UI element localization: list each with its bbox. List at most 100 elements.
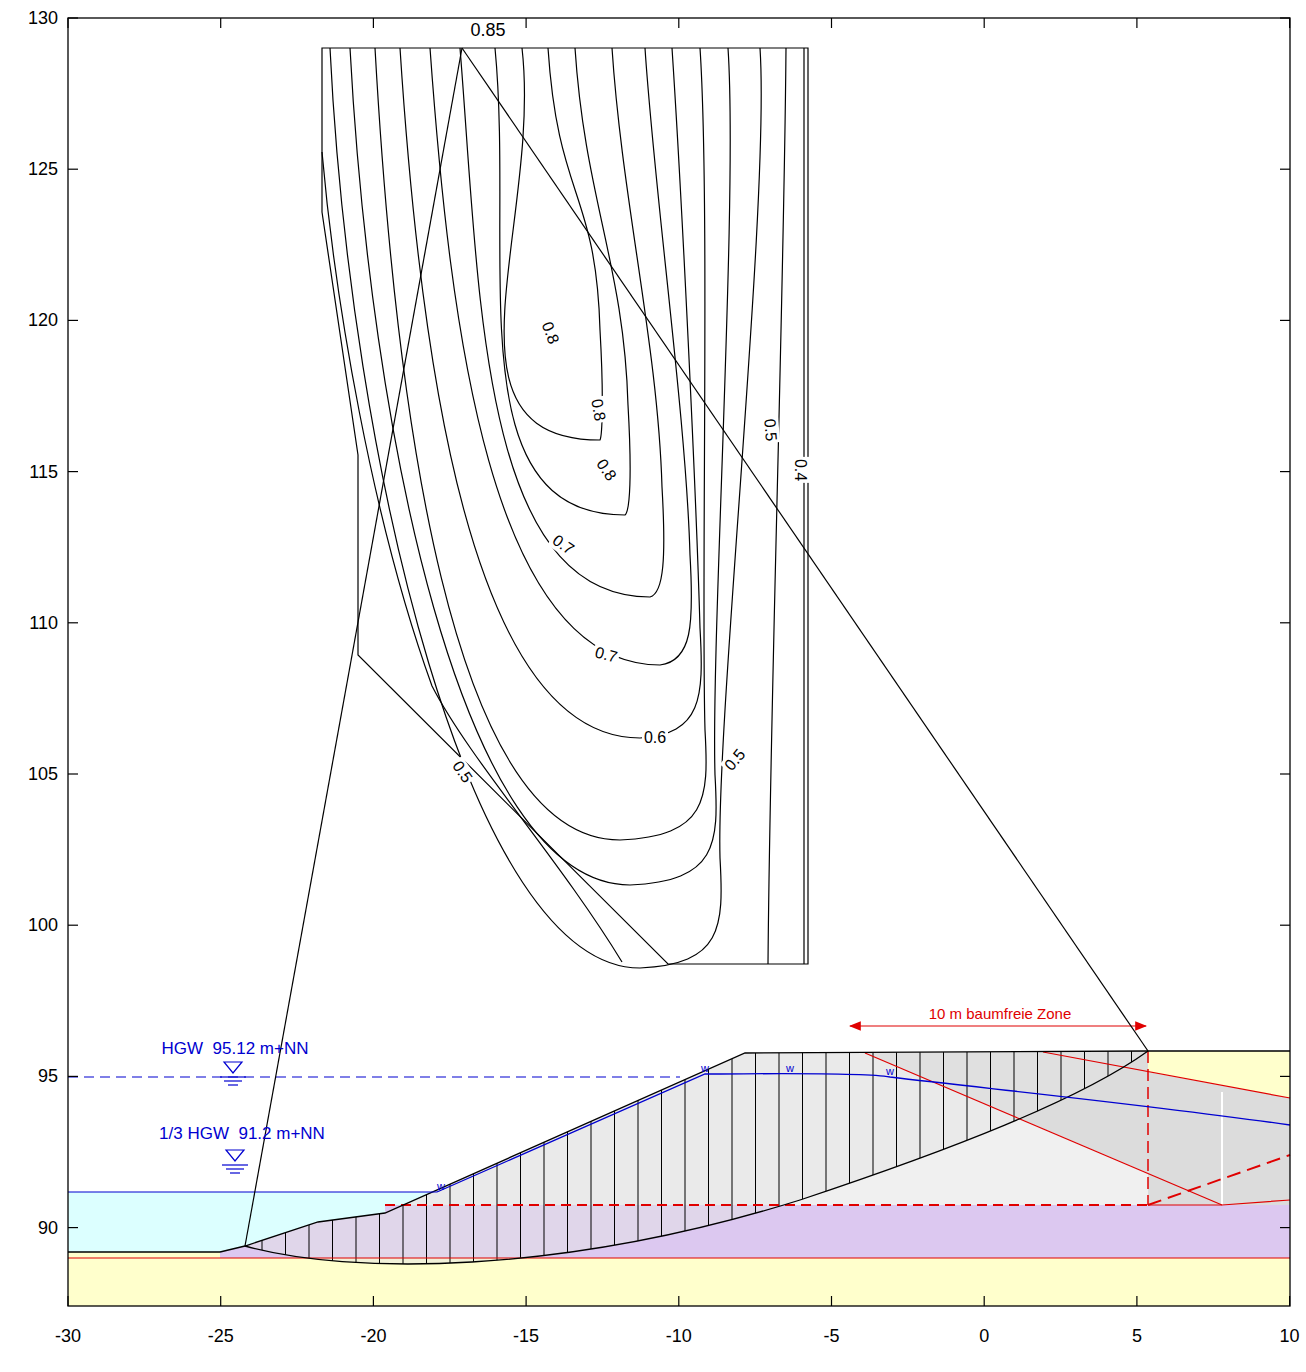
axis-tick bbox=[220, 18, 221, 28]
axis-tick bbox=[373, 18, 374, 28]
hatch-line bbox=[661, 1040, 662, 1280]
axis-tick bbox=[68, 320, 78, 321]
hatch-line bbox=[544, 1040, 545, 1280]
hatch-line bbox=[1037, 1040, 1038, 1280]
contour-line bbox=[460, 48, 664, 597]
axis-tick bbox=[1289, 1296, 1290, 1306]
axis-tick bbox=[1280, 622, 1290, 623]
hatch-line bbox=[1131, 1040, 1132, 1280]
axis-tick bbox=[525, 1296, 526, 1306]
contour-value: 0.7 bbox=[591, 643, 621, 667]
axis-tick bbox=[67, 18, 68, 28]
axis-tick bbox=[1280, 925, 1290, 926]
hatch-line bbox=[826, 1040, 827, 1280]
axis-tick bbox=[67, 1296, 68, 1306]
axis-tick bbox=[525, 18, 526, 28]
axis-value: 115 bbox=[29, 463, 58, 481]
axis-value: -10 bbox=[666, 1327, 692, 1345]
hatch-line bbox=[591, 1040, 592, 1280]
axis-tick bbox=[678, 18, 679, 28]
hatch-line bbox=[473, 1040, 474, 1280]
axis-value: 130 bbox=[28, 9, 58, 27]
axis-tick bbox=[1136, 18, 1137, 28]
zone-dimension: 10 m baumfreie Zone bbox=[929, 1006, 1072, 1021]
hatch-line bbox=[520, 1040, 521, 1280]
axis-tick bbox=[1280, 1227, 1290, 1228]
contour-line bbox=[803, 48, 804, 964]
axis-value: 125 bbox=[28, 160, 58, 178]
water-level: 1/3 HGW 91.2 m+NN bbox=[159, 1125, 325, 1142]
hatch-line bbox=[309, 1040, 310, 1280]
axis-value: 95 bbox=[38, 1067, 58, 1085]
contour-value: 0.4 bbox=[791, 457, 809, 483]
water-marker: w bbox=[701, 1063, 709, 1074]
contour-line bbox=[350, 48, 730, 885]
hatch-line bbox=[356, 1040, 357, 1280]
axis-value: -30 bbox=[55, 1327, 81, 1345]
hatch-line bbox=[1014, 1040, 1015, 1280]
water-marker: w bbox=[786, 1063, 794, 1074]
axis-value: -5 bbox=[823, 1327, 839, 1345]
axis-tick bbox=[1280, 320, 1290, 321]
axis-tick bbox=[68, 471, 78, 472]
hatch-line bbox=[379, 1040, 380, 1280]
axis-value: -15 bbox=[513, 1327, 539, 1345]
axis-value: -25 bbox=[208, 1327, 234, 1345]
hatch-line bbox=[332, 1040, 333, 1280]
axis-tick bbox=[68, 622, 78, 623]
hatch-line bbox=[403, 1040, 404, 1280]
water-marker: w bbox=[437, 1181, 445, 1192]
axis-tick bbox=[68, 925, 78, 926]
contour-value: 0.8 bbox=[537, 318, 563, 349]
axis-value: 5 bbox=[1132, 1327, 1142, 1345]
hatch-line bbox=[849, 1040, 850, 1280]
contour-line bbox=[430, 48, 692, 665]
axis-tick bbox=[373, 1296, 374, 1306]
axis-tick bbox=[831, 1296, 832, 1306]
hatch-line bbox=[638, 1040, 639, 1280]
hatch-line bbox=[567, 1040, 568, 1280]
hatch-line bbox=[497, 1040, 498, 1280]
contour-value: 0.85 bbox=[470, 21, 505, 39]
axis-tick bbox=[831, 18, 832, 28]
hatch-line bbox=[1061, 1040, 1062, 1280]
hatch-line bbox=[708, 1040, 709, 1280]
hatch-line bbox=[802, 1040, 803, 1280]
contour-value: 0.6 bbox=[642, 729, 668, 747]
axis-tick bbox=[1280, 169, 1290, 170]
axis-tick bbox=[984, 18, 985, 28]
hatch-line bbox=[685, 1040, 686, 1280]
hatch-line bbox=[779, 1040, 780, 1280]
axis-value: 10 bbox=[1280, 1327, 1300, 1345]
axis-value: 105 bbox=[28, 765, 58, 783]
contour-line bbox=[495, 48, 630, 515]
hatch-line bbox=[262, 1040, 263, 1280]
hatch-line bbox=[990, 1040, 991, 1280]
contour-line bbox=[330, 48, 761, 968]
hatch-line bbox=[732, 1040, 733, 1280]
contour-value: 0.5 bbox=[720, 744, 751, 776]
hatch-line bbox=[1084, 1040, 1085, 1280]
contour-line bbox=[322, 152, 622, 962]
axis-value: 100 bbox=[28, 916, 58, 934]
axis-value: 90 bbox=[38, 1219, 58, 1237]
axis-tick bbox=[1136, 1296, 1137, 1306]
axis-tick bbox=[68, 17, 78, 18]
contour-line bbox=[400, 48, 701, 738]
axis-tick bbox=[1280, 471, 1290, 472]
axis-tick bbox=[68, 169, 78, 170]
contour-value: 0.8 bbox=[591, 454, 621, 486]
hatch-line bbox=[450, 1040, 451, 1280]
axis-tick bbox=[1280, 773, 1290, 774]
axis-tick bbox=[68, 1076, 78, 1077]
contour-value: 0.5 bbox=[760, 416, 780, 444]
contour-value: 0.7 bbox=[547, 530, 579, 560]
axis-tick bbox=[68, 773, 78, 774]
hatch-line bbox=[896, 1040, 897, 1280]
water-marker: w bbox=[886, 1066, 894, 1077]
axis-value: 0 bbox=[979, 1327, 989, 1345]
axis-value: 110 bbox=[29, 614, 58, 632]
axis-value: -20 bbox=[360, 1327, 386, 1345]
